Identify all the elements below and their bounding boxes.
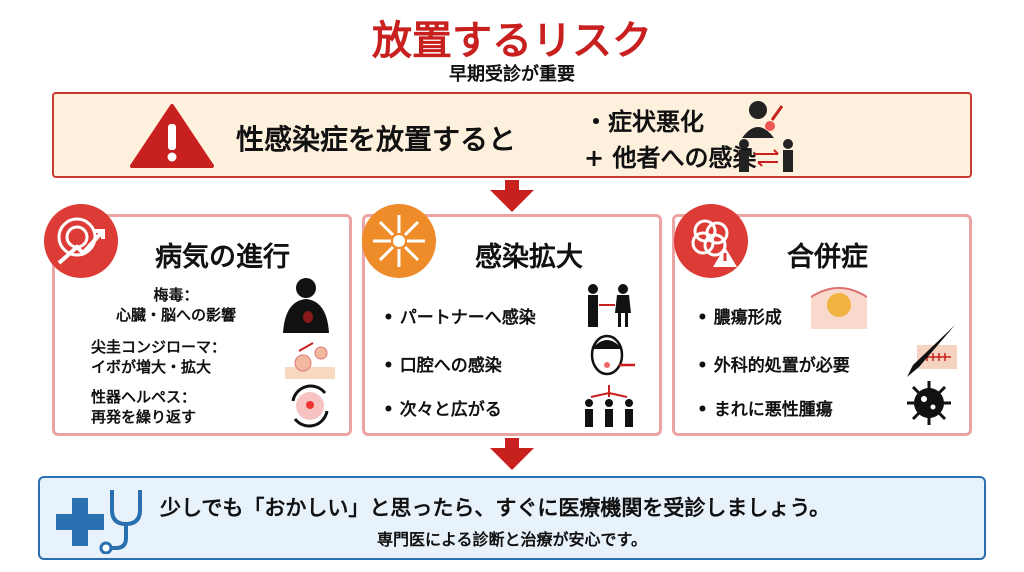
arrow-down-icon	[490, 190, 534, 212]
medical-cross-stethoscope-icon	[56, 490, 142, 554]
item-syphilis: 梅毒：心臓・脳への影響	[115, 286, 236, 324]
warning-box: 性感染症を放置すると ・症状悪化 + 他者への感染	[52, 92, 972, 178]
scalpel-icon	[907, 325, 957, 377]
spreading-people-icon	[585, 385, 633, 427]
panel-infection-spread: 感染拡大 • パートナーへ感染 • 口腔への感染 • 次々と広がる	[362, 214, 662, 436]
advice-main-text: 少しでも「おかしい」と思ったら、すぐに医療機関を受診しましょう。	[160, 496, 831, 520]
panel-title: 感染拡大	[475, 242, 583, 273]
panel-disease-progression: 病気の進行 梅毒：心臓・脳への影響 尖圭コンジローマ：イボが増大・拡大 性器ヘル…	[52, 214, 352, 436]
face-oral-icon	[590, 334, 635, 376]
page-title: 放置するリスク	[372, 18, 652, 64]
warning-point-worsen: ・症状悪化	[584, 108, 704, 136]
advice-sub-text: 専門医による診断と治療が安心です。	[377, 530, 647, 549]
couple-icon	[588, 284, 631, 327]
arrow-down-shaft	[505, 438, 519, 450]
panel-title: 合併症	[787, 242, 868, 273]
item-herpes: 性器ヘルペス：再発を繰り返す	[91, 388, 197, 426]
advice-box: 少しでも「おかしい」と思ったら、すぐに医療機関を受診しましょう。 専門医による診…	[38, 476, 986, 560]
panel-complications: 合併症 • 膿瘍形成 • 外科的処置が必要 • まれに悪性腫瘍	[672, 214, 972, 436]
warning-icon	[130, 104, 214, 168]
body-organs-icon	[283, 278, 329, 333]
complication-knot-icon	[674, 204, 748, 278]
transmission-icon	[739, 139, 793, 172]
recurrence-icon	[291, 384, 329, 428]
item-oral: • 口腔への感染	[383, 356, 502, 376]
warning-point-transmit: + 他者への感染	[584, 144, 757, 172]
page-subtitle: 早期受診が重要	[449, 64, 575, 85]
item-surgery: • 外科的処置が必要	[697, 356, 850, 376]
wart-icon	[285, 342, 335, 379]
panel-title: 病気の進行	[155, 242, 290, 273]
arrow-down-icon	[490, 448, 534, 470]
tumor-cell-icon	[907, 381, 951, 425]
item-spread: • 次々と広がる	[383, 400, 502, 420]
item-condyloma: 尖圭コンジローマ：イボが増大・拡大	[91, 338, 227, 376]
item-partner: • パートナーへ感染	[383, 308, 536, 328]
progression-icon	[44, 204, 118, 278]
item-abscess: • 膿瘍形成	[697, 308, 782, 328]
arrow-down-shaft	[505, 180, 519, 192]
spread-arrows-icon	[362, 204, 436, 278]
item-malignancy: • まれに悪性腫瘍	[697, 400, 833, 420]
abscess-icon	[811, 287, 867, 329]
sick-person-icon	[742, 101, 784, 138]
warning-text: 性感染症を放置すると	[236, 123, 517, 156]
